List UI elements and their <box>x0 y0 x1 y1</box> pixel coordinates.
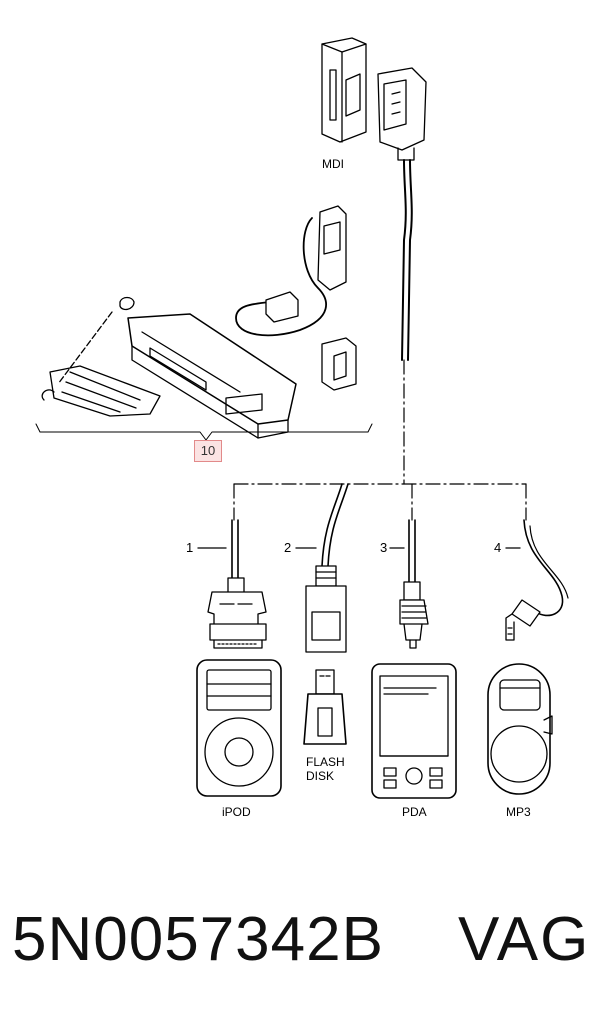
flash-label-line2: DISK <box>306 769 334 783</box>
mp3-device: MP3 <box>487 663 553 819</box>
cable-1-ipod: 1 <box>186 519 267 649</box>
cable-4-jack: 4 <box>494 519 569 641</box>
flash-label-line1: FLASH <box>306 755 345 769</box>
ipod-device: iPOD <box>196 659 282 819</box>
brand-name: VAG <box>458 905 591 974</box>
mdi-connector: MDI <box>321 37 427 361</box>
cable-3-number: 3 <box>380 540 387 555</box>
pigtail-cable <box>235 205 357 391</box>
cable-3-pda: 3 <box>380 519 429 649</box>
part-callout-10[interactable]: 10 <box>194 440 222 462</box>
connection-lines <box>233 359 527 521</box>
pda-label: PDA <box>402 805 427 819</box>
ipod-label: iPOD <box>222 805 251 819</box>
part-number: 5N0057342B <box>12 905 384 974</box>
parts-diagram: MDI <box>35 37 569 819</box>
cable-2-number: 2 <box>284 540 291 555</box>
cable-4-number: 4 <box>494 540 501 555</box>
pda-device: PDA <box>371 663 457 819</box>
mdi-label: MDI <box>322 157 344 171</box>
group-brace <box>35 423 373 441</box>
cable-1-number: 1 <box>186 540 193 555</box>
mp3-label: MP3 <box>506 805 531 819</box>
cable-2-usb: 2 <box>284 483 349 653</box>
flash-disk-device: FLASH DISK <box>303 669 347 783</box>
control-module <box>41 296 297 439</box>
